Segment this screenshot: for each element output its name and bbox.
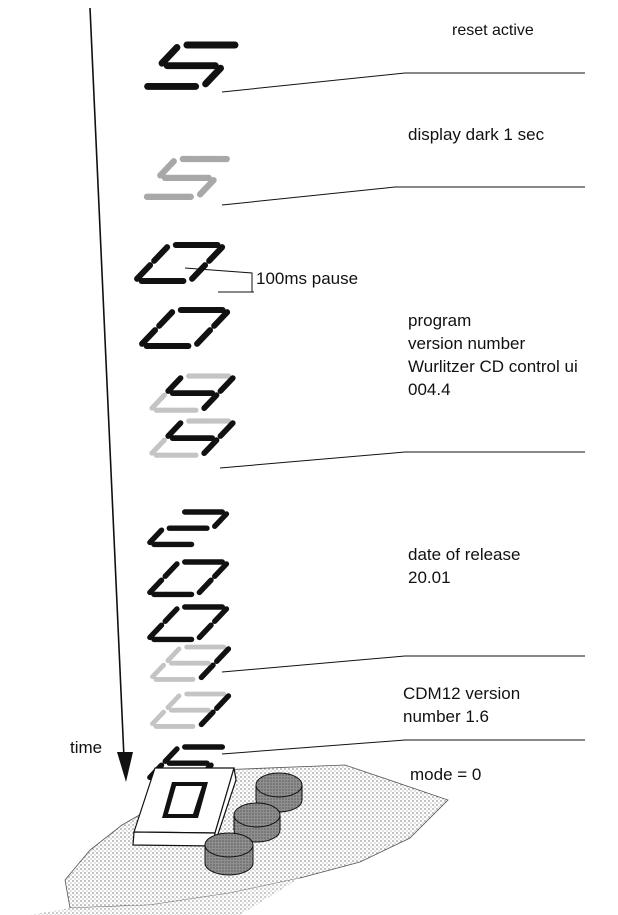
label-version-value: 004.4 — [408, 380, 451, 399]
segment-e — [149, 437, 167, 456]
segment-c — [198, 709, 216, 728]
segment-b — [214, 646, 232, 664]
device-display-digit — [162, 782, 208, 818]
label-version-number: version number — [408, 334, 526, 353]
separator-line — [219, 451, 585, 469]
segment-b — [212, 561, 230, 579]
separator-line — [221, 655, 585, 673]
segment-e — [149, 709, 166, 727]
time-axis-arrowhead — [117, 752, 133, 782]
separator-line — [221, 739, 585, 755]
label-mode: mode = 0 — [410, 765, 482, 784]
separator-line — [221, 186, 585, 206]
label-cdm12: CDM12 version — [403, 684, 521, 703]
segment-f — [165, 420, 184, 439]
digit-S-dark — [143, 155, 230, 200]
segment-e — [149, 392, 167, 411]
separator-line — [221, 72, 585, 93]
digit-0-d — [147, 604, 230, 643]
segment-f — [162, 606, 180, 624]
segment-b — [214, 693, 232, 711]
segment-b — [217, 420, 236, 439]
device-button-bottom — [204, 832, 254, 876]
label-time-axis: time — [70, 738, 103, 757]
digit-4-b — [149, 418, 236, 458]
digit-4-a — [149, 373, 236, 413]
digit-1-b — [149, 691, 232, 729]
label-wurlitzer: Wurlitzer CD control ui — [408, 357, 578, 376]
segment-c — [198, 662, 216, 681]
segment-e — [147, 622, 165, 641]
device-shadow — [30, 878, 300, 915]
segment-b — [211, 309, 231, 329]
segment-b — [217, 375, 236, 394]
segment-f — [162, 561, 180, 579]
segment-c — [202, 64, 225, 88]
digit-S-reset — [144, 41, 239, 90]
segment-f — [164, 646, 182, 664]
label-reset-active: reset active — [452, 22, 534, 39]
segment-e — [147, 527, 165, 546]
digit-2 — [147, 509, 230, 548]
label-pause: 100ms pause — [256, 269, 359, 288]
segment-c — [189, 262, 209, 282]
segment-c — [196, 577, 214, 596]
digit-0-a — [134, 242, 226, 284]
segment-f — [162, 746, 180, 764]
segment-c — [196, 177, 217, 198]
label-date-value: 20.01 — [408, 568, 451, 587]
digit-0-b — [139, 307, 231, 349]
segment-b — [212, 511, 230, 529]
segment-b — [206, 244, 226, 264]
digit-1-a — [149, 644, 232, 682]
digit-0-c — [147, 559, 230, 598]
digit-sequence — [134, 41, 239, 783]
segment-e — [134, 262, 154, 282]
segment-e — [139, 327, 159, 347]
segment-e — [149, 662, 166, 680]
segment-f — [156, 158, 177, 179]
label-cdm12-number: number 1.6 — [403, 707, 489, 726]
time-axis-line — [89, 7, 125, 759]
segment-f — [158, 44, 181, 67]
segment-f — [165, 375, 184, 394]
segment-c — [201, 437, 220, 456]
segment-f — [156, 309, 176, 329]
label-date-of-release: date of release — [408, 545, 521, 564]
segment-f — [151, 244, 171, 264]
label-program: program — [408, 311, 472, 330]
segment-b — [212, 606, 230, 624]
device-button-middle — [233, 802, 281, 843]
segment-f — [164, 693, 182, 711]
segment-c — [196, 622, 214, 641]
segment-c — [194, 327, 214, 347]
segment-c — [201, 392, 220, 411]
cd-control-unit — [30, 764, 449, 915]
pause-leader-line — [184, 267, 253, 292]
device-display-bottom — [132, 831, 216, 847]
label-display-dark: display dark 1 sec — [408, 125, 545, 144]
segment-e — [147, 577, 165, 596]
